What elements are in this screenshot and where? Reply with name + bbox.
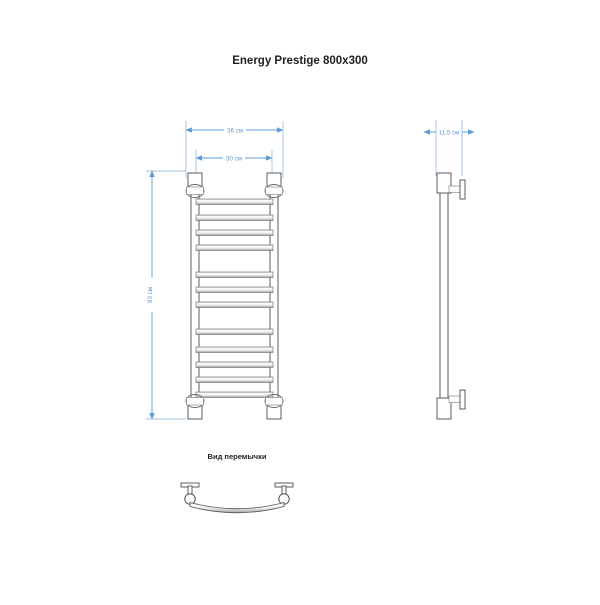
- front-fitting-bottom-left: [185, 394, 205, 420]
- dimension-depth: 11,5 см: [423, 120, 475, 176]
- page-title: Energy Prestige 800x300: [232, 55, 368, 67]
- rung-group-upper-mid: [195, 271, 274, 308]
- dimension-width-outer: 36 см: [185, 121, 284, 178]
- rung-group-mid: [195, 328, 274, 335]
- front-view: [185, 172, 284, 420]
- dimension-label-depth: 11,5 см: [439, 129, 460, 136]
- crossbar-view-caption: Вид перемычки: [208, 452, 267, 461]
- side-fitting-bottom: [436, 389, 466, 420]
- front-fitting-top-left: [185, 172, 205, 198]
- rung-group-bottom: [195, 346, 274, 398]
- rung-group-top: [195, 198, 274, 251]
- dimension-label-height-total: 83 см: [147, 287, 154, 303]
- front-fitting-top-right: [264, 172, 284, 198]
- side-fitting-top: [436, 172, 466, 200]
- dimension-label-width-inner: 30 см: [226, 155, 242, 162]
- dimension-label-width-outer: 36 см: [227, 127, 243, 134]
- dimension-height-total: 83 см: [146, 170, 186, 420]
- dimension-width-inner: 30 см: [195, 150, 273, 180]
- side-view: [436, 172, 466, 420]
- crossbar-view: [180, 482, 294, 514]
- front-fitting-bottom-right: [264, 394, 284, 420]
